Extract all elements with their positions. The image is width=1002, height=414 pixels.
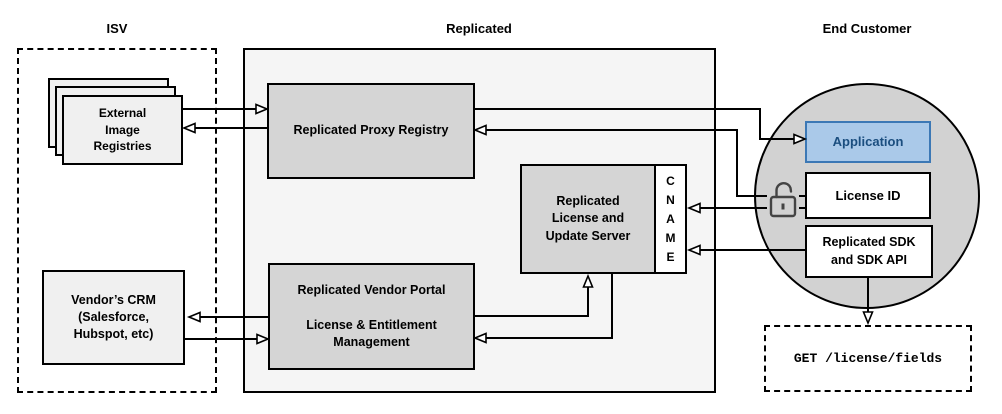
application-node: Application — [805, 121, 931, 163]
get-license-fields-node: GET /license/fields — [764, 325, 972, 392]
vendor-portal-node: Replicated Vendor Portal License & Entit… — [268, 263, 475, 370]
replicated-header: Replicated — [446, 21, 512, 36]
external-image-registries-node: External Image Registries — [62, 95, 183, 165]
isv-header: ISV — [106, 21, 128, 36]
license-id-node: License ID — [805, 172, 931, 219]
replicated-sdk-node: Replicated SDK and SDK API — [805, 225, 933, 278]
end-customer-header: End Customer — [822, 21, 912, 36]
license-update-server-node: Replicated License and Update Server — [520, 164, 656, 274]
cname-node: C N A M E — [654, 164, 687, 274]
proxy-registry-node: Replicated Proxy Registry — [267, 83, 475, 179]
isv-container — [17, 48, 217, 393]
vendors-crm-node: Vendor’s CRM (Salesforce, Hubspot, etc) — [42, 270, 185, 365]
